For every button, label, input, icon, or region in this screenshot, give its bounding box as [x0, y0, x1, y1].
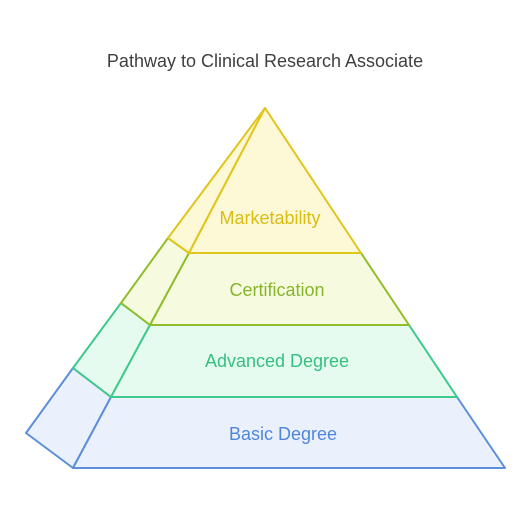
level-basic-degree-label: Basic Degree — [229, 424, 337, 444]
diagram-title: Pathway to Clinical Research Associate — [107, 51, 423, 71]
level-certification: Certification — [120, 237, 410, 326]
level-marketability: Marketability — [167, 107, 362, 254]
level-marketability-front — [188, 107, 362, 254]
level-basic-degree: Basic Degree — [25, 367, 506, 469]
level-certification-label: Certification — [229, 280, 324, 300]
level-advanced-degree-label: Advanced Degree — [205, 351, 349, 371]
level-marketability-label: Marketability — [219, 208, 320, 228]
